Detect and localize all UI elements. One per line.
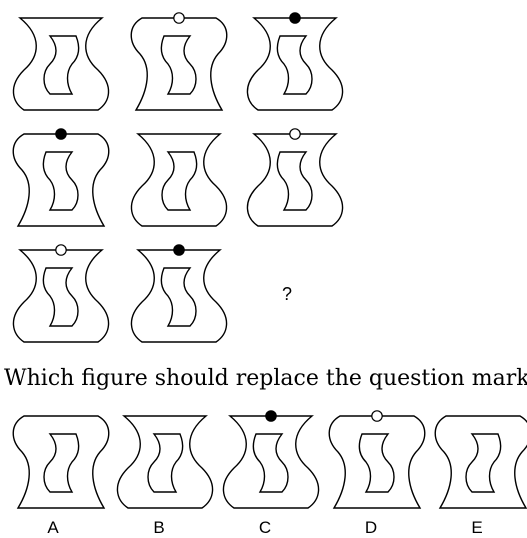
grid-r1c3-svg [246, 12, 344, 111]
grid-r2c2-svg [130, 133, 228, 227]
grid-r3c2-filled-dot [173, 244, 185, 256]
option-d-figure[interactable] [322, 404, 432, 518]
grid-r1c2-hollow-dot [173, 12, 185, 24]
grid-r1c3-filled-dot [289, 12, 301, 24]
option-a-label[interactable]: A [47, 518, 59, 537]
grid-figure-r1c1 [6, 6, 116, 120]
grid-r1c3-inner-shape [276, 35, 313, 95]
option-d-hollow-dot [371, 410, 383, 422]
question-mark-placeholder: ? [282, 284, 293, 304]
option-c-label[interactable]: C [258, 518, 272, 537]
grid-r3c2-inner-shape [160, 267, 197, 327]
option-a-figure[interactable] [6, 404, 116, 518]
grid-r2c1-filled-dot [55, 128, 67, 140]
option-a-inner-shape [43, 433, 80, 493]
option-e-figure[interactable] [428, 404, 527, 518]
grid-r3c1-hollow-dot [55, 244, 67, 256]
grid-r3c1-inner-shape [42, 267, 79, 327]
option-e-inner-shape [465, 433, 502, 493]
option-c-figure[interactable] [216, 404, 326, 518]
option-d-svg [328, 410, 426, 509]
option-e-label[interactable]: E [471, 518, 483, 537]
question-text: Which figure should replace the question… [4, 366, 527, 391]
grid-r2c3-svg [246, 128, 344, 227]
grid-figure-r3c2 [124, 238, 234, 352]
grid-figure-r1c3 [240, 6, 350, 120]
option-d-label[interactable]: D [364, 518, 378, 537]
grid-figure-r2c2 [124, 122, 234, 236]
grid-figure-r1c2 [124, 6, 234, 120]
grid-r2c1-svg [12, 128, 110, 227]
grid-r3c1-svg [12, 244, 110, 343]
grid-r3c2-svg [130, 244, 228, 343]
grid-figure-r2c3 [240, 122, 350, 236]
option-a-svg [12, 415, 110, 509]
option-b-figure[interactable] [110, 404, 220, 518]
option-c-svg [222, 410, 320, 509]
grid-figure-r2c1 [6, 122, 116, 236]
grid-r1c2-svg [130, 12, 228, 111]
option-b-inner-shape [147, 433, 184, 493]
grid-r1c2-inner-shape [160, 35, 197, 95]
grid-r2c2-inner-shape [161, 151, 198, 211]
option-c-inner-shape [252, 433, 289, 493]
option-b-label[interactable]: B [153, 518, 165, 537]
grid-r1c1-svg [12, 17, 110, 111]
grid-r1c1-inner-shape [43, 35, 80, 95]
option-c-filled-dot [265, 410, 277, 422]
option-d-inner-shape [358, 433, 395, 493]
grid-r2c1-inner-shape [42, 151, 79, 211]
option-e-svg [434, 415, 527, 509]
grid-figure-r3c1 [6, 238, 116, 352]
option-b-svg [116, 415, 214, 509]
grid-r2c3-hollow-dot [289, 128, 301, 140]
grid-r2c3-inner-shape [276, 151, 313, 211]
